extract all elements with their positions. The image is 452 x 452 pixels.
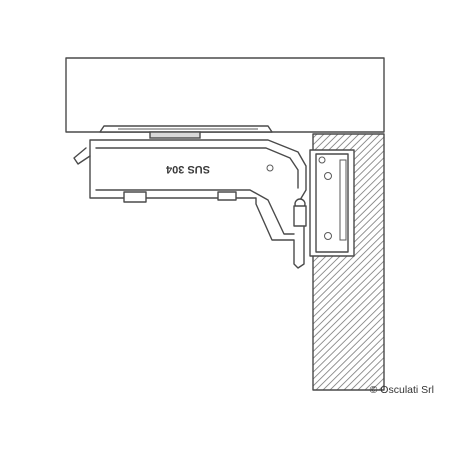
material-stamp: SUS 304 <box>165 163 210 175</box>
hatch-line <box>313 232 384 304</box>
hatch-line <box>350 356 384 390</box>
hatch-line <box>336 343 384 390</box>
hatch-line <box>442 134 452 390</box>
hatch-line <box>313 205 384 277</box>
hatch-line <box>315 322 384 390</box>
hatch-line <box>313 198 384 270</box>
hatch-line <box>393 134 452 390</box>
hatch-line <box>313 156 384 229</box>
hatch-line <box>378 384 384 390</box>
hatch-line <box>343 349 384 390</box>
hatch-line <box>386 134 452 390</box>
hatch-line <box>313 253 384 325</box>
hatch-line <box>313 246 384 318</box>
hatch-line <box>313 308 384 380</box>
hatch-line <box>313 260 384 332</box>
mounting-plate <box>309 149 355 257</box>
hatch-line <box>313 212 384 284</box>
copyright-notice: © Osculati Srl <box>369 384 434 396</box>
hatch-line <box>428 134 452 390</box>
hatch-line <box>357 363 384 390</box>
hatch-line <box>313 170 384 242</box>
hatch-line <box>322 329 384 390</box>
hatch-line <box>313 301 384 373</box>
hatch-line <box>313 281 384 353</box>
hatch-line <box>313 315 384 387</box>
hatch-line <box>421 134 452 390</box>
hatch-line <box>313 239 384 311</box>
hatch-line <box>313 163 384 236</box>
hatch-line <box>313 294 384 367</box>
adjust-screw-head <box>123 191 147 203</box>
hatch-line <box>329 336 384 390</box>
hatch-line <box>313 287 384 360</box>
hatch-line <box>400 134 452 390</box>
hinge-arm <box>73 139 307 269</box>
hatch-line <box>407 134 452 390</box>
hatch-line <box>313 150 384 222</box>
hatch-line <box>435 134 452 390</box>
hatch-line <box>313 219 384 291</box>
door-panel <box>65 57 385 133</box>
hatch-line <box>313 225 384 298</box>
hatch-line <box>414 134 452 390</box>
hatch-line <box>364 370 384 390</box>
hinge-cup-plate <box>99 125 273 139</box>
